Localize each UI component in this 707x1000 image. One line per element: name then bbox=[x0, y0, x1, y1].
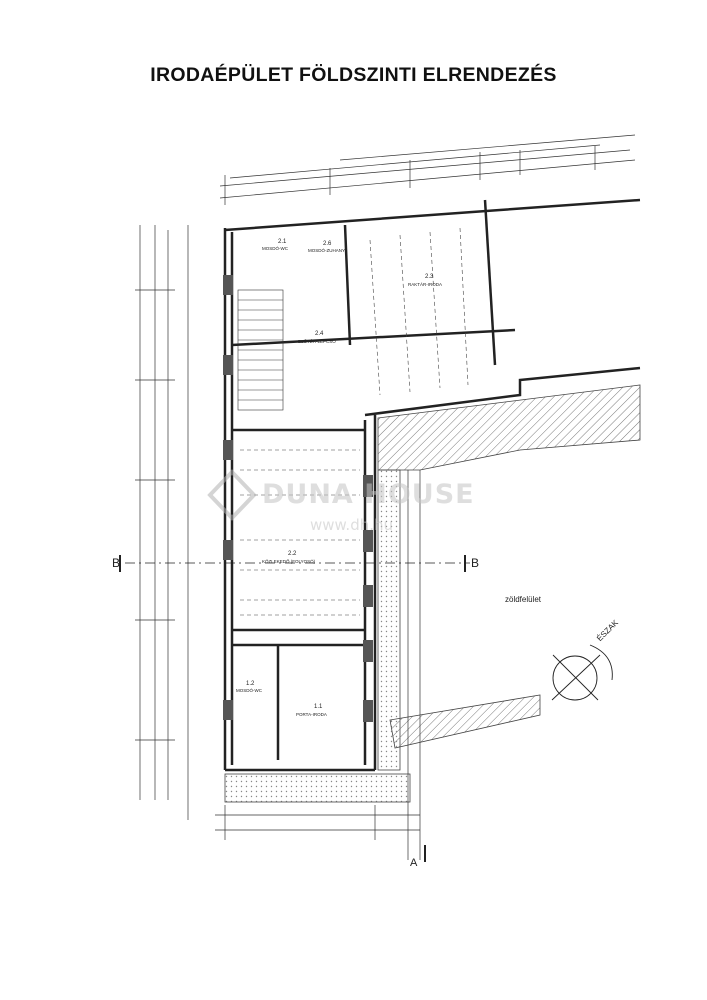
room-2-3-name: RAKTÁR-IRODA bbox=[408, 281, 442, 287]
room-2-6-number: 2.6 bbox=[323, 241, 332, 247]
green-area-label: zöldfelület bbox=[505, 595, 542, 604]
room-labels: 2.1 MOSDÓ-WC 2.6 MOSDÓ-ZUHANY 2.3 RAKTÁR… bbox=[236, 239, 442, 717]
watermark: DUNA HOUSE www.dh.hu bbox=[207, 469, 475, 534]
wall-openings bbox=[223, 275, 373, 722]
room-2-1-number: 2.1 bbox=[278, 239, 287, 245]
section-label-left: B bbox=[112, 556, 120, 570]
room-2-3-number: 2.3 bbox=[425, 274, 434, 280]
room-1-1-name: PORTA-IRODA bbox=[296, 712, 327, 717]
beam-lines bbox=[240, 227, 469, 616]
terrace-hatch bbox=[224, 384, 641, 803]
bottom-dimension-lines bbox=[215, 470, 421, 860]
room-2-2-name: KÖZLEKEDŐ (FOLYOSÓ) bbox=[262, 558, 316, 564]
watermark-url: www.dh.hu bbox=[310, 516, 393, 534]
room-2-4-name: ELŐTÉR-LÉPCSŐ bbox=[298, 338, 336, 344]
house-logo-icon bbox=[207, 469, 257, 521]
room-1-2-number: 1.2 bbox=[246, 681, 255, 687]
north-label: ÉSZAK bbox=[595, 618, 620, 643]
top-dimension-lines bbox=[219, 134, 636, 205]
left-dimension-lines bbox=[135, 225, 189, 820]
room-2-1-name: MOSDÓ-WC bbox=[262, 245, 289, 251]
section-line-b bbox=[119, 555, 470, 572]
section-label-bottom: A bbox=[410, 857, 418, 869]
north-arrow bbox=[551, 644, 613, 701]
plan-title: IRODAÉPÜLET FÖLDSZINTI ELRENDEZÉS bbox=[150, 64, 557, 86]
room-1-1-number: 1.1 bbox=[314, 704, 323, 710]
room-2-6-name: MOSDÓ-ZUHANY bbox=[308, 247, 345, 253]
watermark-brand: DUNA HOUSE bbox=[262, 479, 475, 510]
room-2-4-number: 2.4 bbox=[315, 331, 324, 337]
room-2-2-number: 2.2 bbox=[288, 551, 297, 557]
staircase bbox=[237, 289, 284, 411]
section-label-right: B bbox=[471, 556, 479, 570]
room-1-2-name: MOSDÓ-WC bbox=[236, 687, 263, 693]
